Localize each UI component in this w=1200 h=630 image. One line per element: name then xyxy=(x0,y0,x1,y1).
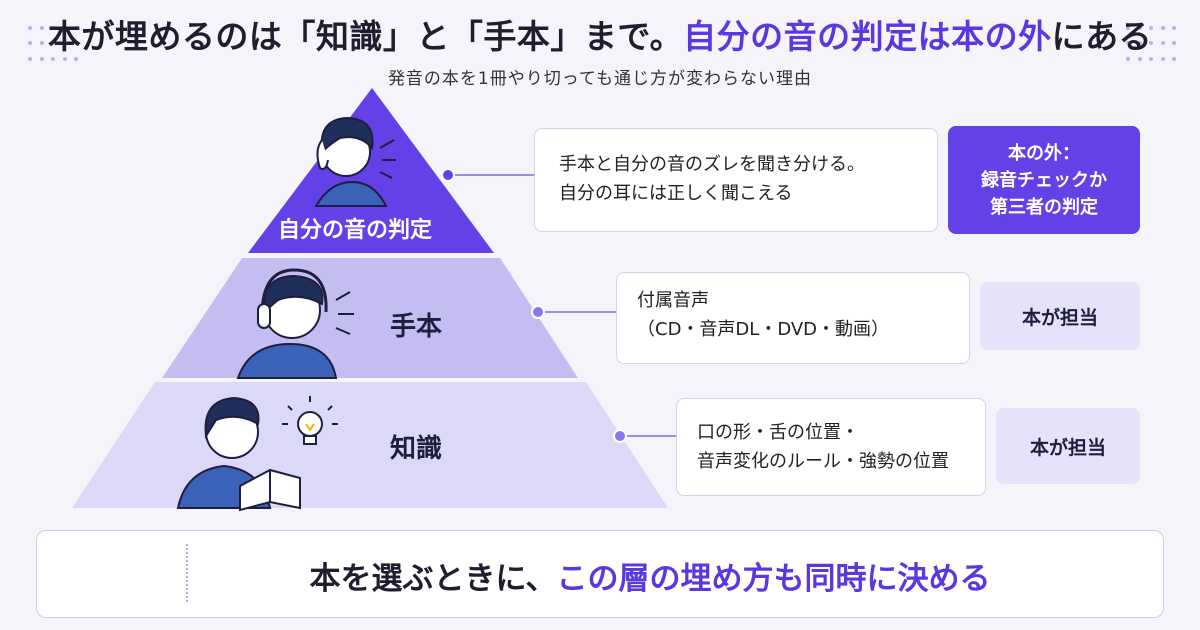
badge-book-handles-model: 本が担当 xyxy=(980,282,1140,350)
connector-tier-middle xyxy=(531,305,616,319)
description-line: 自分の耳には正しく聞こえる xyxy=(559,182,793,204)
badge-line: 本の外： xyxy=(1008,142,1080,164)
reading-person-icon xyxy=(176,396,301,512)
title-accent: 自分の音の判定は本の外 xyxy=(683,17,1052,56)
description-line: （CD・音声DL・DVD・動画） xyxy=(637,318,890,340)
page-subtitle: 発音の本を1冊やり切っても通じ方が変わらない理由 xyxy=(387,69,813,89)
connector-tier-bottom xyxy=(613,429,676,443)
title-part2: にある xyxy=(1051,17,1153,56)
badge-line: 録音チェックか xyxy=(981,169,1107,191)
footer-text-accent: この層の埋め方も同時に決める xyxy=(556,561,991,597)
footer-banner xyxy=(36,530,1164,618)
pyramid-tier-top xyxy=(248,88,494,253)
footer-message: 本を選ぶときに、この層の埋め方も同時に決める xyxy=(200,553,1100,598)
pyramid-tier-middle xyxy=(162,258,578,378)
pyramid-tier-bottom xyxy=(72,382,668,508)
badge-line: 第三者の判定 xyxy=(990,196,1098,218)
tier-description-model: 付属音声 （CD・音声DL・DVD・動画） xyxy=(616,272,970,364)
title-part1: 本が埋めるのは「知識」と「手本」まで。 xyxy=(47,17,684,56)
description-line: 口の形・舌の位置・ xyxy=(697,422,859,443)
decorative-dots-right xyxy=(1126,26,1178,66)
description-line: 付属音声 xyxy=(637,290,709,311)
description-line: 手本と自分の音のズレを聞き分ける。 xyxy=(559,154,865,175)
description-line: 音声変化のルール・強勢の位置 xyxy=(697,450,949,472)
tier-label-model: 手本 xyxy=(390,312,443,342)
listening-person-icon xyxy=(314,116,396,207)
connector-tier-top xyxy=(441,168,534,182)
decorative-dots-left xyxy=(28,26,80,66)
footer-divider xyxy=(186,544,188,602)
headphones-person-icon xyxy=(236,268,354,379)
tier-description-self-judgement: 手本と自分の音のズレを聞き分ける。 自分の耳には正しく聞こえる xyxy=(534,128,938,232)
page-title: 本が埋めるのは「知識」と「手本」まで。自分の音の判定は本の外にある xyxy=(0,10,1200,58)
badge-book-handles-knowledge: 本が担当 xyxy=(996,408,1140,484)
footer-text-part1: 本を選ぶときに、 xyxy=(309,561,557,597)
badge-outside-book: 本の外： 録音チェックか 第三者の判定 xyxy=(948,126,1140,234)
lightbulb-icon xyxy=(282,396,338,445)
tier-description-knowledge: 口の形・舌の位置・ 音声変化のルール・強勢の位置 xyxy=(676,398,986,496)
tier-label-self-judgement: 自分の音の判定 xyxy=(278,218,433,243)
tier-label-knowledge: 知識 xyxy=(390,434,443,464)
